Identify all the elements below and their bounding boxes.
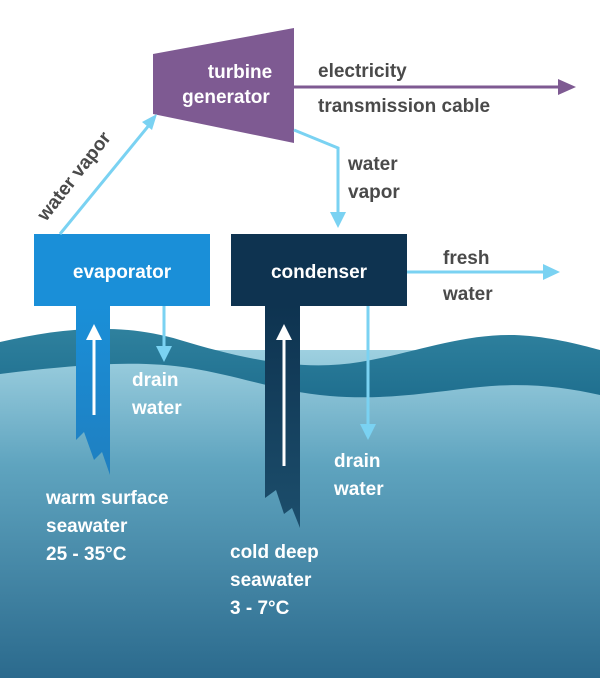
- condenser-box: [231, 234, 407, 306]
- turbine-label-line2: generator: [182, 87, 270, 108]
- turbine-label-line1: turbine: [208, 62, 272, 83]
- fresh-water-line1: fresh: [443, 248, 489, 269]
- evaporator-box: [34, 234, 210, 306]
- warm-intake-arrow: [86, 324, 102, 415]
- condenser-label: condenser: [271, 262, 368, 283]
- water-vapor-right-line1: water: [347, 154, 398, 175]
- cold-seawater-temp: 3 - 7°C: [230, 598, 290, 619]
- warm-seawater-line2: seawater: [46, 516, 128, 537]
- cold-seawater-line1: cold deep: [230, 542, 319, 563]
- cold-seawater-line2: seawater: [230, 570, 312, 591]
- cold-intake-arrow: [276, 324, 292, 466]
- condenser-drain-arrow: [360, 306, 376, 440]
- drain-water-left-line1: drain: [132, 370, 178, 391]
- fresh-water-arrow: [407, 264, 560, 280]
- water-vapor-right-line2: vapor: [348, 182, 400, 203]
- transmission-cable-label: transmission cable: [318, 96, 490, 117]
- fresh-water-line2: water: [442, 284, 493, 305]
- electricity-arrow: [294, 79, 576, 95]
- vapor-to-condenser-arrow: [293, 128, 346, 228]
- vapor-to-turbine-arrow: [58, 114, 157, 235]
- warm-seawater-temp: 25 - 35°C: [46, 544, 127, 565]
- evaporator-drain-arrow: [156, 306, 172, 362]
- ocean-wave: [0, 328, 600, 398]
- turbine-generator-shape: [153, 28, 294, 143]
- electricity-label: electricity: [318, 61, 407, 82]
- drain-water-right-line2: water: [333, 479, 384, 500]
- water-vapor-left-label: water vapor: [33, 128, 116, 226]
- drain-water-right-line1: drain: [334, 451, 380, 472]
- warm-seawater-line1: warm surface: [45, 488, 169, 509]
- drain-water-left-line2: water: [131, 398, 182, 419]
- evaporator-label: evaporator: [73, 262, 172, 283]
